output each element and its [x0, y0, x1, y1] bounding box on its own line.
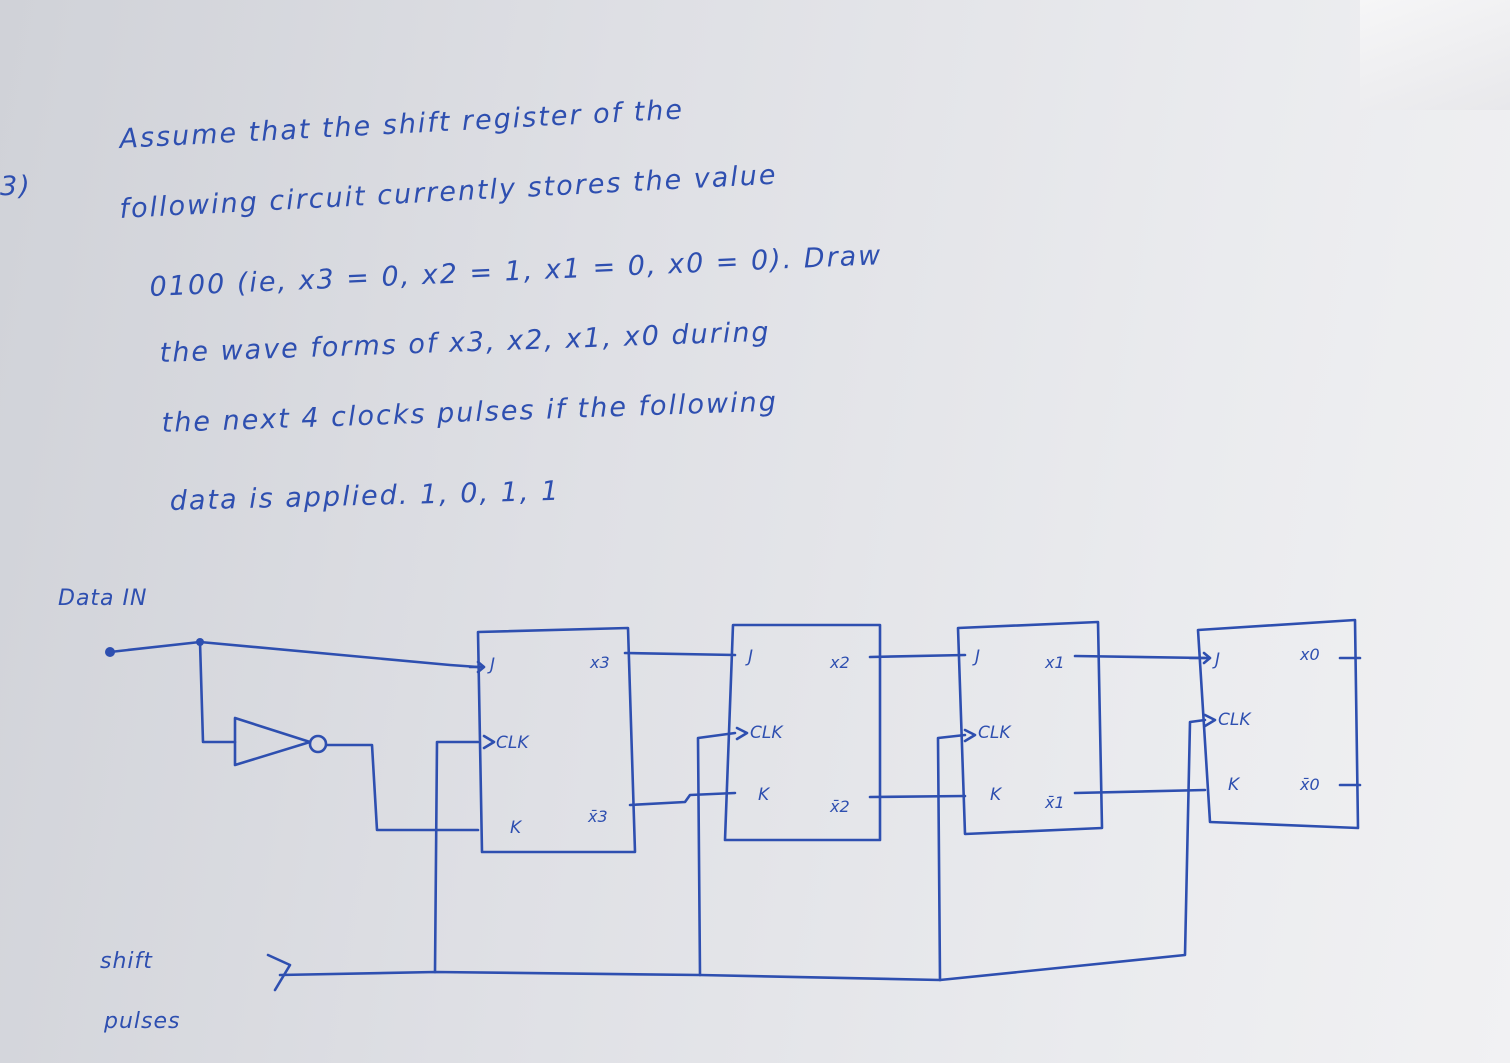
problem-line-6: data is applied. 1, 0, 1, 1: [169, 476, 560, 517]
ff0-qbar-label: x̄0: [1299, 775, 1320, 794]
ff2-j-label: J: [745, 647, 753, 667]
ff3-clk-label: CLK: [496, 733, 530, 753]
ff2-q-label: x2: [829, 653, 850, 672]
circuit-wiring: [108, 640, 1362, 992]
flipflop-x3: J CLK K x3 x̄3: [468, 626, 637, 854]
flipflop-x1: J CLK K x1 x̄1: [956, 620, 1104, 836]
ff3-qbar-label: x̄3: [587, 807, 608, 826]
ff1-qbar-label: x̄1: [1044, 793, 1065, 812]
ff3-q-label: x3: [589, 653, 610, 672]
ff1-clk-label: CLK: [978, 723, 1012, 743]
ff3-k-label: K: [510, 818, 523, 838]
data-in-terminal: [105, 647, 115, 657]
flipflop-x0: J CLK K x0 x̄0: [1188, 618, 1360, 830]
ff0-clk-label: CLK: [1218, 710, 1252, 730]
problem-number: 3): [0, 171, 32, 202]
ff1-k-label: K: [990, 785, 1003, 805]
pulses-label: pulses: [103, 1009, 180, 1034]
inverter-bubble: [308, 734, 328, 754]
problem-line-2: following circuit currently stores the v…: [119, 160, 778, 225]
ff2-k-label: K: [758, 785, 771, 805]
ff0-j-label: J: [1212, 650, 1220, 670]
paper-corner: [1360, 0, 1510, 110]
ff1-q-label: x1: [1044, 653, 1065, 672]
problem-line-4: the wave forms of x3, x2, x1, x0 during: [159, 317, 771, 369]
junction-dot: [196, 638, 204, 646]
flipflop-x2: J CLK K x2 x̄2: [723, 623, 882, 842]
problem-line-1: Assume that the shift register of the: [117, 94, 685, 155]
problem-line-5: the next 4 clocks pulses if the followin…: [161, 387, 778, 439]
ff0-q-label: x0: [1299, 645, 1320, 664]
ff3-j-label: J: [487, 655, 495, 675]
ff0-k-label: K: [1228, 775, 1241, 795]
ff2-qbar-label: x̄2: [829, 797, 850, 816]
ff2-clk-label: CLK: [750, 723, 784, 743]
shift-label: shift: [100, 949, 153, 974]
ff1-j-label: J: [972, 647, 980, 667]
data-in-label: Data IN: [58, 586, 147, 611]
problem-line-3: 0100 (ie, x3 = 0, x2 = 1, x1 = 0, x0 = 0…: [149, 240, 883, 303]
